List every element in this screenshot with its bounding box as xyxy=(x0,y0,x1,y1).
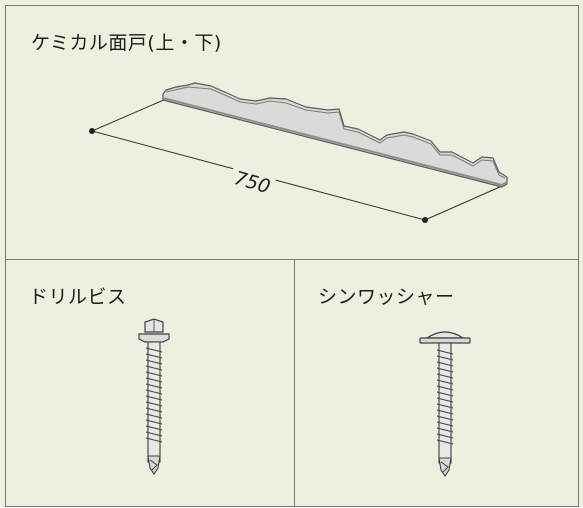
closure-strip-ridge xyxy=(165,86,506,179)
washer-screw-threads xyxy=(436,349,454,445)
washer-screw-drill-tip xyxy=(438,457,452,477)
drill-screw-panel: ドリルビス xyxy=(5,259,296,507)
drill-screw-title: ドリルビス xyxy=(29,286,127,308)
chemical-closure-title: ケミカル面戸(上・下) xyxy=(31,32,222,54)
closure-strip-bottom-edge xyxy=(162,97,508,187)
washer-disc xyxy=(419,337,471,344)
thin-washer-illustration xyxy=(419,331,471,477)
chemical-closure-illustration xyxy=(89,82,508,223)
drill-screw-illustration xyxy=(138,318,170,475)
thin-washer-title: シンワッシャー xyxy=(318,286,455,308)
thin-washer-panel: シンワッシャー xyxy=(294,259,579,507)
washer-screw-shank xyxy=(438,342,452,464)
screw-flange xyxy=(138,333,170,343)
dimension-point-right xyxy=(422,217,428,223)
washer-head xyxy=(425,331,465,339)
dimension-extension-right xyxy=(424,185,503,221)
chemical-closure-panel: ケミカル面戸(上・下) 750 xyxy=(5,5,579,261)
dimension-point-left xyxy=(89,128,95,134)
screw-drill-tip xyxy=(147,455,161,475)
screw-threads xyxy=(145,347,163,443)
closure-strip-front xyxy=(162,82,508,188)
screw-shank xyxy=(147,341,161,463)
dimension-extension-left xyxy=(91,98,167,132)
